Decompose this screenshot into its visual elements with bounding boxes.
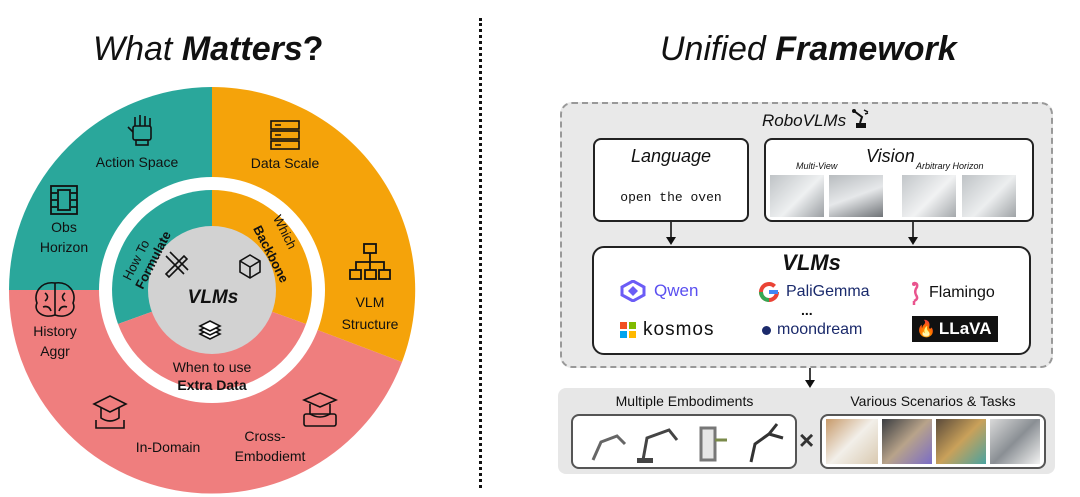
qwen-icon [620,280,646,302]
qwen-label: Qwen [654,281,699,300]
vision-title: Vision [866,146,915,166]
robot-hand-icon [127,115,152,146]
robot-arm-icon [851,109,869,128]
language-instruction: open the oven [620,190,722,205]
scenario-frame-1 [826,419,878,464]
cube-icon [239,254,261,279]
robovlms-label: RoboVLMs [762,108,871,131]
camera-frame-4 [962,175,1016,217]
ruler-pencil-icon [164,251,189,279]
label-vlm-structure: Structure [342,316,399,332]
paligemma-logo: PaliGemma [758,281,870,303]
camera-frame-2 [829,175,883,217]
language-box [593,138,749,222]
scenarios-label: Various Scenarios & Tasks [850,393,1016,409]
label-extra-data: Extra Data [177,377,246,393]
scenario-frame-3 [936,419,986,464]
robot-arm-4 [749,423,784,463]
arbitrary-horizon-label: Arbitrary Horizon [916,161,984,171]
language-title: Language [630,146,712,166]
robot-arm-1 [591,434,627,461]
camera-frame-1 [770,175,824,217]
center-vlms-label: VLMs [188,287,239,308]
flamingo-logo: Flamingo [905,281,995,305]
right-title: Unified Framework [660,30,957,68]
llava-logo: 🔥 LLaVA [912,316,998,342]
llava-flame-icon: 🔥 [916,321,936,338]
label-vlm: VLM [356,294,385,310]
label-action-space: Action Space [96,154,179,170]
embodiments-box [571,414,797,469]
hierarchy-icon [349,243,391,280]
multi-view-label: Multi-View [796,161,838,171]
qwen-logo: Qwen [620,280,698,302]
left-title: What Matters? [93,30,324,68]
label-in-domain: In-Domain [136,439,201,455]
mortarboard-box-icon [302,392,338,427]
label-obs-horizon: Horizon [40,239,88,255]
robot-arms-illustration [591,423,784,463]
vlms-title: VLMs [782,250,841,275]
flow-arrows [666,222,918,388]
layers-icon [198,320,222,340]
times-symbol: × [799,425,815,455]
kosmos-logo: kosmos [620,319,714,341]
google-g-icon [759,282,779,302]
what-matters-wheel: Action Space Obs Horizon History Aggr Da… [8,86,416,494]
film-icon [50,185,78,215]
label-cross-embodiment: Embodiemt [235,448,306,464]
brain-icon [35,282,75,317]
label-history: History [33,323,77,339]
moondream-label: moondream [777,321,863,338]
moondream-logo: moondream [762,321,862,339]
scenario-frame-4 [990,419,1040,464]
microsoft-icon [620,322,636,338]
llava-label: LLaVA [938,319,992,338]
server-icon [270,120,300,150]
robot-arm-2 [637,428,679,463]
scenario-frame-2 [882,419,932,464]
label-when-to-use: When to use [173,359,252,375]
flamingo-icon [912,281,919,305]
label-obs: Obs [51,219,77,235]
flamingo-label: Flamingo [929,284,995,301]
vlms-ellipsis: ... [801,302,813,318]
label-cross: Cross- [244,428,286,444]
paligemma-label: PaliGemma [786,283,870,300]
label-data-scale: Data Scale [251,155,320,171]
kosmos-label: kosmos [643,319,715,340]
robot-arm-3 [699,426,727,462]
embodiments-label: Multiple Embodiments [615,393,754,409]
graduation-cap-icon [92,395,128,429]
label-history-aggr: Aggr [40,343,70,359]
vertical-divider [479,18,482,488]
moondream-dot-icon [762,325,771,335]
camera-frame-3 [902,175,956,217]
